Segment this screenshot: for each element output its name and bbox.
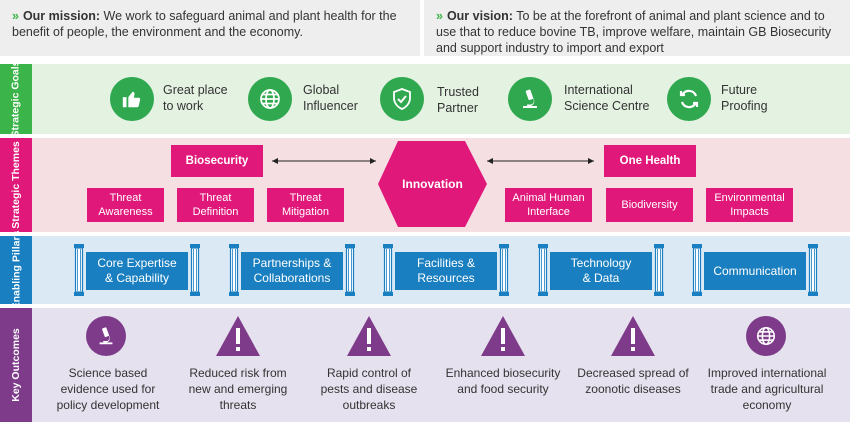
microscope-icon bbox=[508, 77, 552, 121]
chevron-icon: » bbox=[436, 9, 443, 23]
microscope-icon bbox=[86, 316, 126, 356]
pillar-column-icon bbox=[654, 244, 664, 296]
globe-icon bbox=[248, 77, 292, 121]
thumbs-up-icon bbox=[110, 77, 154, 121]
warning-icon bbox=[481, 316, 525, 356]
pillar-core-expertise: Core Expertise& Capability bbox=[86, 252, 188, 290]
globe-icon bbox=[746, 316, 786, 356]
pillar-column-icon bbox=[74, 244, 84, 296]
pillar-partnerships: Partnerships &Collaborations bbox=[241, 252, 343, 290]
pillar-column-icon bbox=[692, 244, 702, 296]
outcomes-band bbox=[0, 308, 850, 422]
theme-one-health: One Health bbox=[604, 145, 696, 177]
chevron-icon: » bbox=[12, 9, 19, 23]
pillar-column-icon bbox=[190, 244, 200, 296]
shield-check-icon bbox=[380, 77, 424, 121]
theme-biosecurity: Biosecurity bbox=[171, 145, 263, 177]
mission-label: Our mission: bbox=[22, 9, 101, 23]
themes-side-label: Strategic Themes bbox=[0, 138, 32, 232]
vision-label: Our vision: bbox=[446, 9, 513, 23]
pillar-column-icon bbox=[538, 244, 548, 296]
pillar-facilities: Facilities &Resources bbox=[395, 252, 497, 290]
theme-biodiversity: Biodiversity bbox=[606, 188, 693, 222]
pillar-column-icon bbox=[499, 244, 509, 296]
vision-text: To be at the forefront of animal and pla… bbox=[436, 9, 832, 55]
innovation-label: Innovation bbox=[402, 177, 463, 191]
warning-icon bbox=[347, 316, 391, 356]
mission-text: We work to safeguard animal and plant he… bbox=[12, 9, 397, 39]
pillar-column-icon bbox=[808, 244, 818, 296]
warning-icon bbox=[216, 316, 260, 356]
refresh-icon bbox=[667, 77, 711, 121]
pillar-communication: Communication bbox=[704, 252, 806, 290]
pillar-column-icon bbox=[345, 244, 355, 296]
pillar-column-icon bbox=[229, 244, 239, 296]
mission-panel: »Our mission: We work to safeguard anima… bbox=[0, 0, 420, 56]
pillar-column-icon bbox=[383, 244, 393, 296]
pillar-technology: Technology& Data bbox=[550, 252, 652, 290]
warning-icon bbox=[611, 316, 655, 356]
goals-side-label: Strategic Goals bbox=[0, 60, 32, 138]
vision-panel: »Our vision: To be at the forefront of a… bbox=[424, 0, 850, 56]
outcomes-side-label: Key Outcomes bbox=[0, 308, 32, 422]
pillars-side-label: Enabling Pillars bbox=[0, 231, 32, 309]
